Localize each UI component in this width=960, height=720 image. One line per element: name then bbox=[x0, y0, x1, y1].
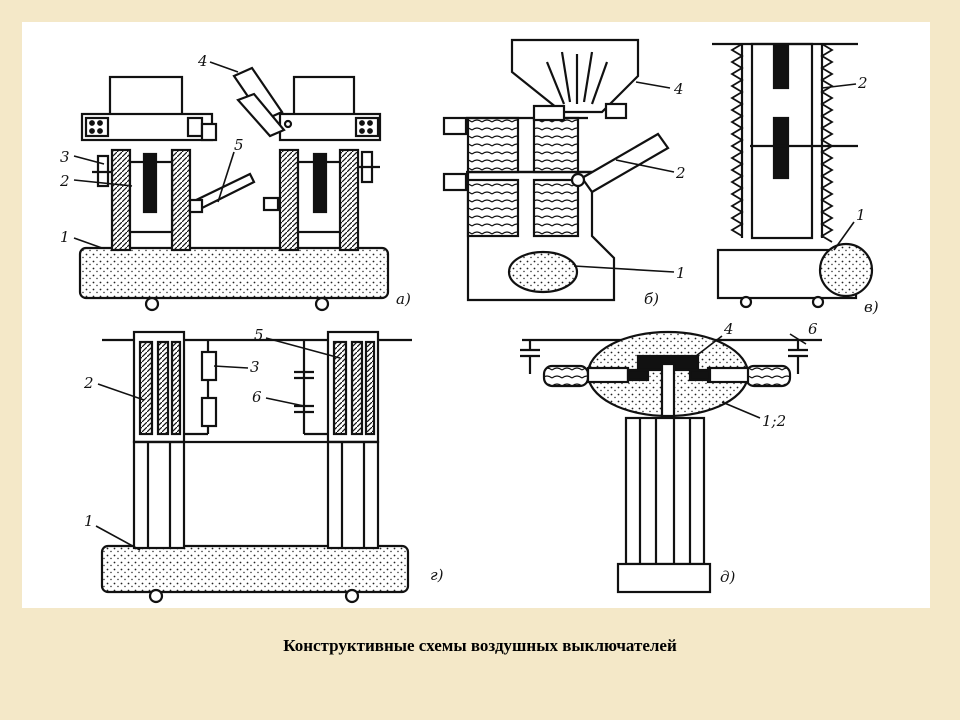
figure-g bbox=[95, 330, 412, 604]
diagram-panel: 3 2 1 4 5 а) 4 2 1 б) 2 1 в) 5 3 2 6 1 г… bbox=[22, 22, 930, 608]
fig-a-letter: а) bbox=[396, 290, 411, 308]
fig-d-label-4: 4 bbox=[723, 320, 734, 338]
fig-g-letter: г) bbox=[430, 566, 444, 584]
fig-a-label-2: 2 bbox=[59, 172, 70, 190]
fig-v-label-2: 2 bbox=[857, 74, 868, 92]
fig-a-label-4: 4 bbox=[197, 52, 208, 70]
fig-v-letter: в) bbox=[864, 298, 879, 316]
figure-v bbox=[712, 42, 874, 309]
base-a bbox=[78, 246, 390, 300]
fig-a-label-1: 1 bbox=[60, 228, 70, 246]
fig-g-label-6: 6 bbox=[252, 388, 262, 406]
fig-b-label-4: 2 bbox=[675, 164, 686, 182]
fig-b-letter: б) bbox=[644, 290, 659, 308]
fig-v-label-1: 1 bbox=[856, 206, 866, 224]
fig-g-label-2: 2 bbox=[83, 374, 94, 392]
fig-g-label-5: 5 bbox=[254, 326, 264, 344]
fig-d-label-6: 6 bbox=[808, 320, 818, 338]
fig-b-label-2: 4 bbox=[673, 80, 684, 98]
slide-caption: Конструктивные схемы воздушных выключате… bbox=[283, 636, 677, 655]
figure-b bbox=[442, 38, 675, 302]
fig-g-label-3: 3 bbox=[250, 358, 260, 376]
fig-d-letter: д) bbox=[720, 568, 736, 586]
fig-g-label-1: 1 bbox=[84, 512, 94, 530]
fig-d-label-1-2: 1;2 bbox=[762, 412, 786, 430]
fig-b-label-1: 1 bbox=[676, 264, 686, 282]
figure-a bbox=[73, 61, 390, 312]
fig-a-label-3: 3 bbox=[60, 148, 70, 166]
breaker-schematics: 3 2 1 4 5 а) 4 2 1 б) 2 1 в) 5 3 2 6 1 г… bbox=[59, 38, 879, 604]
figure-d bbox=[520, 330, 822, 594]
fig-a-label-5: 5 bbox=[234, 136, 244, 154]
